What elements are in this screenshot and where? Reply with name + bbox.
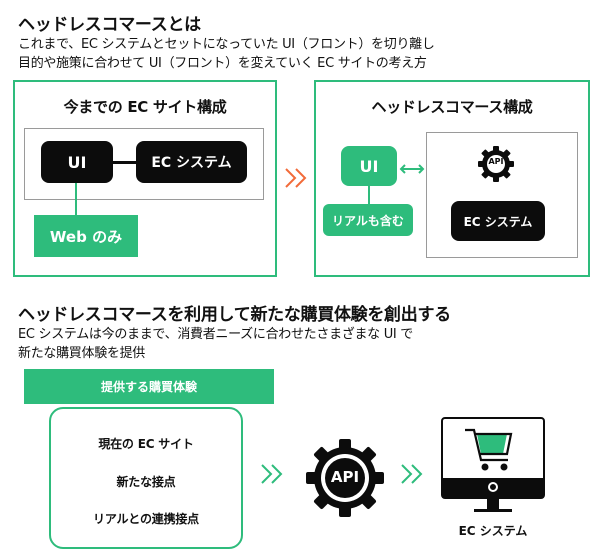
monitor-power-icon bbox=[488, 482, 498, 492]
real-included-block: リアルも含む bbox=[323, 204, 413, 236]
monitor-stand bbox=[487, 497, 499, 509]
double-chevron-right-icon bbox=[401, 464, 423, 484]
headless-ui-block: UI bbox=[341, 146, 397, 186]
double-chevron-right-icon bbox=[285, 168, 307, 188]
experience-item: 新たな接点 bbox=[116, 475, 176, 489]
current-ec-block: EC システム bbox=[136, 141, 247, 183]
shopping-cart-icon bbox=[465, 428, 513, 471]
experience-banner: 提供する購買体験 bbox=[24, 369, 274, 404]
ui-web-connector bbox=[75, 183, 77, 215]
experience-item: 現在の EC サイト bbox=[98, 437, 194, 451]
double-arrow-icon bbox=[399, 164, 425, 174]
headless-panel-title: ヘッドレスコマース構成 bbox=[371, 98, 533, 116]
current-ui-block: UI bbox=[41, 141, 113, 183]
web-only-block: Web のみ bbox=[34, 215, 138, 257]
headless-ec-block: EC システム bbox=[451, 201, 545, 241]
monitor-base bbox=[474, 509, 512, 512]
experience-item: リアルとの連携接点 bbox=[93, 512, 199, 526]
api-gear-icon-small: API bbox=[476, 144, 516, 184]
current-panel-title: 今までの EC サイト構成 bbox=[63, 98, 227, 116]
ui-real-connector bbox=[368, 186, 370, 204]
ec-system-caption: EC システム bbox=[458, 524, 528, 538]
double-chevron-right-icon bbox=[261, 464, 283, 484]
api-large-label: API bbox=[330, 468, 360, 486]
section1-desc-line2: 目的や施策に合わせて UI（フロント）を変えていく EC サイトの考え方 bbox=[18, 56, 427, 71]
section1-title: ヘッドレスコマースとは bbox=[18, 15, 201, 35]
api-gear-icon: API bbox=[300, 433, 390, 523]
section2-desc-line1: EC システムは今のままで、消費者ニーズに合わせたさまざまな UI で bbox=[18, 327, 413, 342]
ui-ec-connector bbox=[112, 161, 136, 164]
section2-desc-line2: 新たな購買体験を提供 bbox=[18, 346, 146, 361]
api-small-label: API bbox=[488, 157, 504, 166]
section2-title: ヘッドレスコマースを利用して新たな購買体験を創出する bbox=[18, 305, 451, 325]
experience-list: 現在の EC サイト 新たな接点 リアルとの連携接点 bbox=[49, 407, 243, 549]
section1-desc-line1: これまで、EC システムとセットになっていた UI（フロント）を切り離し bbox=[18, 37, 435, 52]
